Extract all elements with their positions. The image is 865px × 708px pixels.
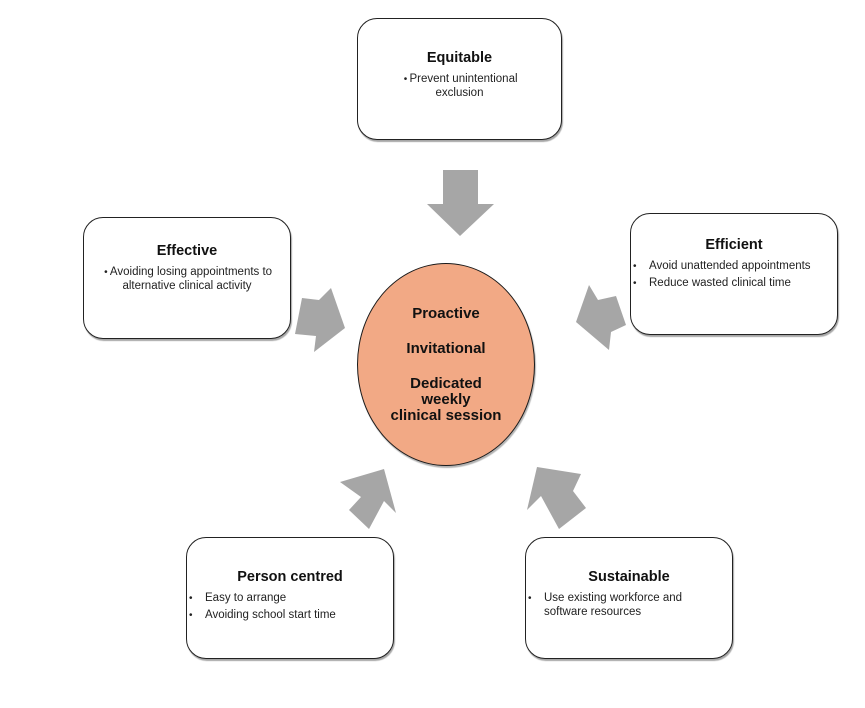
list-item: • Use existing workforce and software res…	[528, 592, 726, 619]
box-equitable: Equitable •Prevent unintentional exclusi…	[357, 18, 562, 140]
box-bullet-list: •Prevent unintentional exclusion	[382, 73, 537, 100]
list-item-text: Reduce wasted clinical time	[649, 276, 791, 289]
bullet-icon: •	[633, 277, 637, 289]
list-item-text: Prevent unintentional exclusion	[409, 73, 518, 99]
hub-label-weekly: weekly	[421, 390, 471, 408]
box-person-centred: Person centred • Easy to arrange • Avoidin…	[186, 537, 394, 659]
list-item: • Avoiding school start time	[189, 608, 387, 623]
bullet-icon: •	[104, 267, 108, 278]
hub-label-proactive: Proactive	[412, 304, 480, 322]
list-item: • Avoid unattended appointments	[633, 260, 831, 274]
bullet-icon: •	[528, 593, 532, 604]
list-item: • Reduce wasted clinical time	[633, 276, 831, 291]
arrow-left-icon	[576, 285, 626, 350]
bullet-icon: •	[633, 261, 637, 272]
bullet-icon: •	[403, 74, 408, 85]
hub-label-clinical-session: clinical session	[390, 406, 502, 424]
box-sustainable: Sustainable • Use existing workforce and …	[525, 537, 733, 659]
list-item: •Prevent unintentional exclusion	[382, 73, 537, 100]
arrow-up-left-icon	[527, 467, 586, 529]
list-item-text: Easy to arrange	[205, 592, 287, 604]
box-title: Person centred	[237, 569, 343, 585]
list-item-text: Avoiding losing appointments to alternat…	[109, 266, 273, 292]
list-item: • Easy to arrange	[189, 592, 387, 606]
list-item-text: Use existing workforce and software reso…	[544, 592, 683, 618]
box-bullet-list: • Avoid unattended appointments • Reduce w…	[633, 260, 831, 291]
box-title: Sustainable	[588, 569, 670, 585]
hub-label-invitational: Invitational	[406, 339, 486, 357]
box-bullet-list: •Avoiding losing appointments to alterna…	[90, 266, 284, 293]
bullet-icon: •	[189, 593, 193, 604]
box-title: Efficient	[705, 237, 763, 253]
arrow-up-right-icon	[340, 469, 396, 529]
list-item-text: Avoid unattended appointments	[649, 260, 811, 272]
box-bullet-list: • Use existing workforce and software res…	[528, 592, 726, 619]
list-item: •Avoiding losing appointments to alterna…	[90, 266, 284, 293]
box-effective: Effective •Avoiding losing appointments …	[83, 217, 291, 339]
box-efficient: Efficient • Avoid unattended appointments…	[630, 213, 838, 335]
box-bullet-list: • Easy to arrange • Avoiding school start …	[189, 592, 387, 623]
bullet-icon: •	[189, 609, 193, 621]
box-title: Effective	[156, 243, 218, 259]
central-hub-circle: Proactive Invitational Dedicated weekly …	[357, 263, 535, 466]
arrow-down-icon	[427, 170, 494, 236]
list-item-text: Avoiding school start time	[205, 608, 336, 621]
arrow-right-icon	[295, 288, 345, 352]
hub-label-dedicated: Dedicated	[410, 374, 482, 392]
box-title: Equitable	[426, 50, 493, 66]
